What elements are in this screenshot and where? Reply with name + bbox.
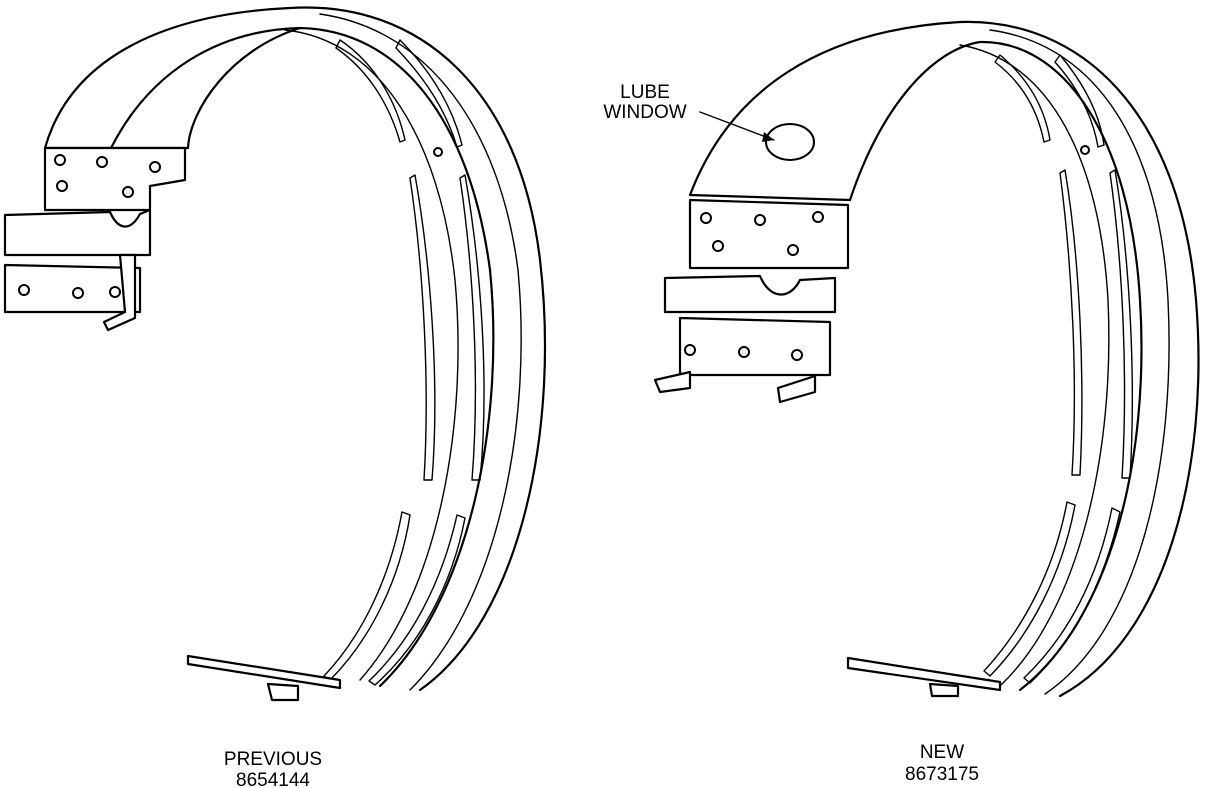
new-band-part-number: 8673175: [905, 764, 979, 785]
new-band-outer-edge: [688, 20, 1200, 698]
new-band-anchor-lug: [846, 656, 1002, 692]
previous-band-anchor-lug: [186, 654, 342, 690]
callout-line-2: WINDOW: [603, 102, 686, 123]
callout-line-1: LUBE: [620, 82, 670, 103]
previous-band-slot: [409, 174, 436, 481]
previous-band-slot: [335, 39, 406, 143]
previous-band-slot: [323, 511, 411, 681]
new-band-caption: NEW: [920, 742, 964, 763]
new-band-apply-bracket: [653, 198, 850, 404]
new-band-inner-edge: [848, 40, 1143, 692]
new-band: [653, 20, 1200, 698]
previous-band-inner-edge: [108, 26, 495, 688]
previous-band-apply-bracket: [3, 146, 187, 332]
previous-band-outer-edge: [43, 6, 547, 692]
lube-window-leader-line: [699, 111, 775, 141]
previous-band: [3, 6, 547, 702]
previous-band-part-number: 8654144: [236, 770, 310, 788]
lube-window-arrowhead: [762, 132, 774, 142]
previous-band-slot: [395, 39, 463, 148]
previous-band-caption: PREVIOUS: [224, 749, 322, 770]
previous-band-slot: [459, 174, 485, 481]
previous-band-slot: [368, 514, 466, 686]
lube-window-opening: [765, 123, 815, 161]
